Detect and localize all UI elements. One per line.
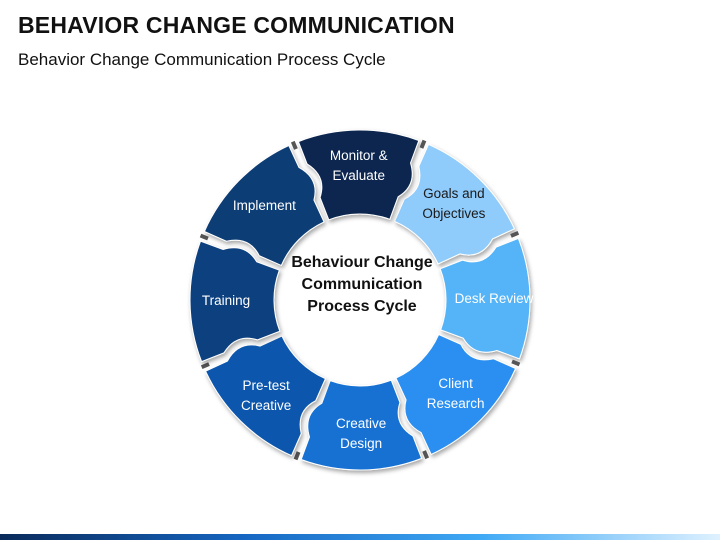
segment-label: Pre-test Creative: [240, 377, 292, 413]
segment-label: Goals and Objectives: [422, 186, 486, 222]
cycle-segment: [297, 129, 420, 221]
segment-label: Creative Design: [336, 416, 387, 451]
segment-label: Desk Review: [454, 290, 534, 306]
segment-label: Training: [201, 293, 251, 309]
segment-connector: [199, 233, 209, 241]
center-label: Behaviour Change Communication Process C…: [291, 254, 433, 315]
slide-title: BEHAVIOR CHANGE COMMUNICATION: [18, 12, 455, 38]
cycle-segment: [203, 144, 325, 267]
cycle-segment: [204, 335, 327, 457]
segment-label: Implement: [232, 198, 296, 214]
segment-connector: [511, 359, 521, 367]
cycle-segment: [393, 143, 516, 265]
segment-connector: [419, 139, 427, 149]
slide-subtitle: Behavior Change Communication Process Cy…: [18, 50, 386, 69]
cycle-segment: [439, 237, 531, 360]
cycle-segment: [395, 333, 517, 456]
segment-label: Client Research: [426, 375, 485, 411]
segment-connector: [200, 362, 210, 370]
cycle-segment: [189, 240, 281, 363]
cycle-segment: [300, 379, 423, 471]
segment-connector: [422, 450, 430, 460]
segment-connector: [510, 230, 520, 238]
footer-gradient-bar: [0, 534, 720, 540]
segment-connector: [293, 451, 301, 461]
segment-label: Monitor & Evaluate: [329, 148, 388, 183]
segment-connector: [290, 140, 298, 150]
